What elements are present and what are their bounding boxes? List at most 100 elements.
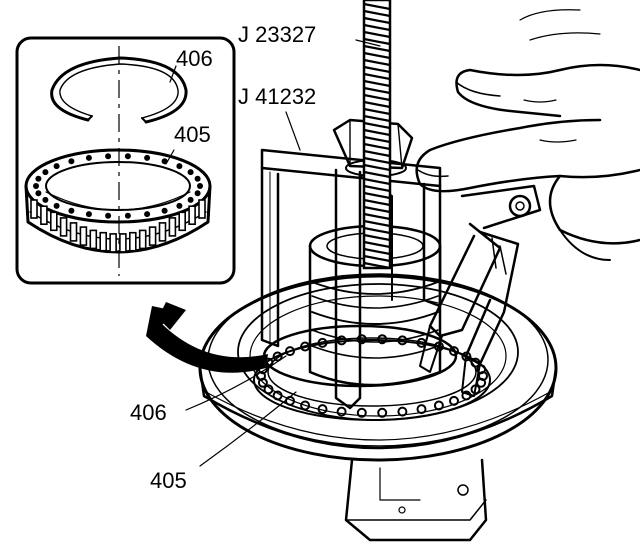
cage-window (397, 406, 408, 417)
curved-arrow-icon (146, 302, 268, 373)
cage-slot (69, 222, 78, 242)
cage-roller (161, 207, 168, 214)
screw-thread (363, 163, 391, 172)
inset-panel (15, 36, 236, 285)
screw-thread (363, 205, 391, 214)
screw-thread (363, 65, 391, 74)
sprag-cage-installed (253, 334, 491, 421)
cage-slot (79, 226, 88, 246)
cage-roller (105, 212, 112, 219)
cage-window (416, 404, 427, 415)
cage-slot (129, 231, 137, 252)
cage-window (449, 346, 459, 357)
leader-lines (165, 39, 381, 467)
label-main-406: 406 (130, 400, 167, 425)
cage-roller (85, 154, 92, 161)
cage-slot (178, 211, 186, 232)
cage-slot (148, 226, 157, 246)
snap-ring-pliers (419, 184, 542, 397)
label-inset-406: 406 (176, 46, 213, 71)
cage-slot (109, 233, 117, 253)
screw-thread (363, 198, 391, 207)
cage-roller (197, 183, 203, 189)
cage-window (336, 406, 347, 417)
screw-thread (363, 261, 391, 270)
cage-roller (85, 211, 92, 218)
cage-window (449, 395, 459, 406)
screw-thread (363, 86, 391, 95)
cage-window (317, 404, 328, 415)
screw-thread (363, 247, 391, 256)
cage-roller (42, 196, 49, 203)
cage-roller (124, 153, 131, 160)
screw-thread (363, 135, 391, 144)
cage-roller (124, 212, 131, 219)
screw-thread (363, 191, 391, 200)
cage-window (272, 390, 283, 401)
cage-slot (119, 233, 127, 253)
cage-window (377, 334, 388, 345)
screw-thread (363, 2, 391, 11)
label-inset-405: 405 (174, 122, 211, 147)
screw-thread (363, 37, 391, 46)
screw-thread (363, 212, 391, 221)
screw-thread (363, 30, 391, 39)
cage-window (356, 407, 367, 418)
screw-thread (363, 156, 391, 165)
cage-roller (33, 183, 39, 189)
screw-thread (363, 184, 391, 193)
cage-window (317, 337, 328, 348)
cage-window (300, 400, 311, 411)
cage-roller (42, 169, 49, 176)
screw-thread (363, 58, 391, 67)
screw-thread (363, 142, 391, 151)
cage-window (476, 364, 487, 375)
cage-window (336, 335, 347, 346)
screw-thread (363, 9, 391, 18)
screw-thread (363, 233, 391, 242)
cage-roller (35, 190, 42, 197)
screw-thread (363, 219, 391, 228)
screw-thread (363, 72, 391, 81)
screw-thread (363, 240, 391, 249)
screw-thread (363, 114, 391, 123)
cage-slot (30, 199, 38, 219)
cage-roller (68, 158, 75, 165)
screw-thread (363, 149, 391, 158)
cage-slot (198, 199, 206, 219)
label-tool-j41232: J 41232 (238, 84, 316, 109)
cage-roller (187, 196, 194, 203)
cage-window (263, 384, 274, 395)
cage-slot (138, 229, 147, 250)
cage-window (377, 407, 388, 418)
technician-hand (415, 9, 640, 261)
screw-thread (363, 23, 391, 32)
screw-thread (363, 226, 391, 235)
screw-thread (363, 100, 391, 109)
cage-roller (53, 202, 60, 209)
cage-roller (105, 153, 112, 160)
cage-roller (144, 154, 151, 161)
screw-thread (363, 44, 391, 53)
label-tool-j23327: J 23327 (238, 22, 316, 47)
cage-roller (176, 163, 183, 170)
cage-window (285, 346, 295, 357)
cage-roller (176, 202, 183, 209)
cage-roller (187, 169, 194, 176)
cage-slot (40, 205, 48, 225)
cage-roller (53, 163, 60, 170)
screw-thread (363, 170, 391, 179)
inset-snap-ring-406 (50, 56, 188, 124)
transmission-housing (198, 273, 558, 542)
screw-thread (363, 254, 391, 263)
cage-roller (194, 190, 201, 197)
screw-thread (363, 121, 391, 130)
screw-thread (363, 107, 391, 116)
forcing-screw-j23327 (362, 0, 392, 270)
screw-thread (363, 177, 391, 186)
screw-thread (363, 128, 391, 137)
cage-slot (49, 211, 58, 232)
cage-window (433, 400, 444, 411)
cage-roller (144, 211, 151, 218)
